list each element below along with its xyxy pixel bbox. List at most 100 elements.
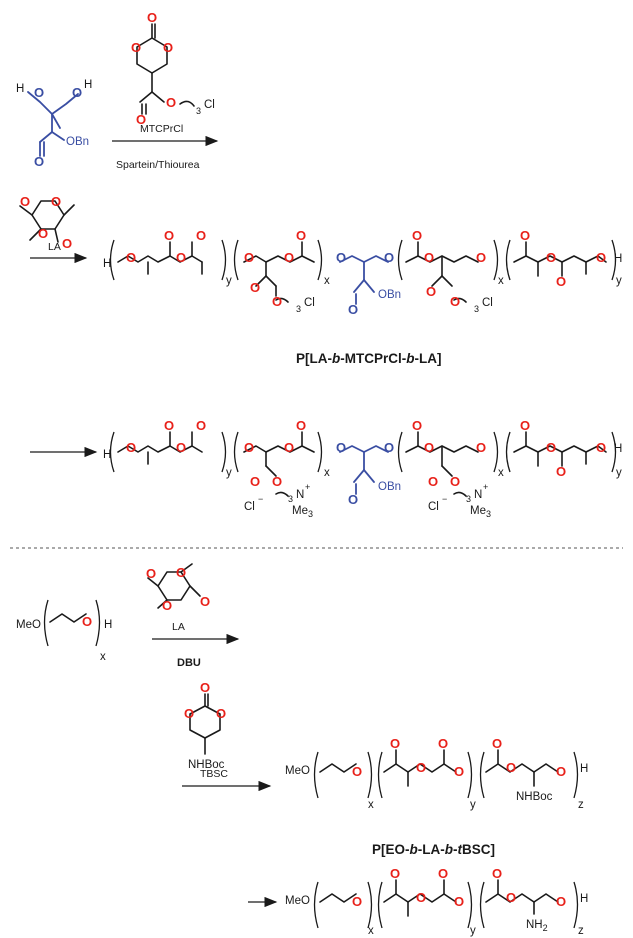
reagent-mtcprcl: MTCPrCl: [140, 123, 183, 135]
atom-label: O: [556, 274, 566, 289]
atom-label: Me3: [470, 505, 491, 519]
atom-label: O: [596, 440, 606, 455]
bond-line: [29, 228, 42, 241]
product-1-label: P[LA-b-MTCPrCl-b-LA]: [296, 351, 442, 366]
atom-label: NH2: [526, 919, 548, 933]
bond-line: [313, 881, 319, 929]
atom-label: OBn: [378, 289, 401, 301]
atom-label: x: [498, 275, 504, 287]
arrow-1: MTCPrCl Spartein/Thiourea: [112, 123, 219, 171]
atom-label: OBn: [66, 136, 89, 148]
bond-line: [233, 239, 239, 281]
atom-label: x: [368, 799, 374, 811]
bond-line: [117, 445, 203, 453]
atom-label: O: [296, 228, 306, 243]
bond-line: [43, 599, 49, 647]
atom-label: O: [200, 680, 210, 695]
atom-label: O: [424, 250, 434, 265]
bond-line: [573, 751, 579, 799]
atom-label: O: [131, 40, 141, 55]
atom-label: z: [578, 925, 584, 937]
bond-line: [221, 239, 227, 281]
bond-line: [363, 469, 375, 483]
atom-label: z: [578, 799, 584, 811]
bond-line: [54, 228, 59, 243]
atom-label: MeO: [285, 765, 310, 777]
bond-line: [397, 431, 403, 473]
tbsc-monomer: O O O NHBoc: [184, 680, 226, 771]
atom-label: O: [136, 112, 146, 127]
atom-label: O: [51, 194, 61, 209]
atom-label: O: [352, 894, 362, 909]
reagent-la-1: LA: [48, 241, 61, 253]
mpeg-initiator: MeO O H x: [16, 599, 112, 663]
bond-line: [611, 239, 617, 281]
atom-label: Cl: [244, 501, 255, 513]
atom-label: 3: [474, 304, 479, 314]
bond-line: [221, 431, 227, 473]
atom-label: O: [62, 236, 72, 251]
atom-label: O: [438, 736, 448, 751]
bond-line: [51, 113, 61, 129]
atom-label: H: [580, 763, 588, 775]
initiator-diol: O O H H O OBn: [16, 79, 92, 169]
atom-label: O: [336, 250, 346, 265]
atom-label: O: [250, 474, 260, 489]
bond-line: [243, 255, 315, 263]
atom-label: O: [412, 418, 422, 433]
bond-line: [275, 297, 289, 303]
atom-label: y: [226, 467, 232, 479]
bond-line: [377, 751, 383, 799]
reagent-la-2: LA: [172, 621, 185, 633]
atom-label: Me3: [292, 505, 313, 519]
atom-label: O: [196, 228, 206, 243]
atom-label: O: [250, 280, 260, 295]
atom-label: O: [284, 250, 294, 265]
atom-label: NHBoc: [516, 791, 553, 803]
bond-line: [233, 431, 239, 473]
bond-line: [513, 445, 607, 453]
bond-line: [353, 279, 365, 293]
bond-line: [49, 613, 87, 623]
bond-line: [255, 275, 267, 287]
atom-label: O: [34, 154, 44, 169]
atom-label: Cl: [204, 99, 215, 111]
polymer-4: MeO O x O O O O y O O O NH2 H z: [285, 866, 588, 937]
atom-label: O: [20, 194, 30, 209]
bond-line: [39, 131, 53, 143]
atom-label: N: [474, 489, 482, 501]
bond-line: [367, 881, 373, 929]
atom-label: H: [614, 443, 622, 455]
atom-label: O: [244, 250, 254, 265]
atom-label: O: [384, 440, 394, 455]
atom-label: O: [176, 440, 186, 455]
atom-label: x: [100, 651, 106, 663]
atom-label: x: [498, 467, 504, 479]
bond-line: [513, 255, 607, 263]
atom-label: y: [616, 467, 622, 479]
atom-label: O: [164, 228, 174, 243]
atom-label: O: [546, 250, 556, 265]
atom-label: y: [616, 275, 622, 287]
atom-label: NHBoc: [188, 759, 225, 771]
bond-line: [317, 239, 323, 281]
atom-label: O: [162, 598, 172, 613]
atom-label: O: [82, 614, 92, 629]
bond-line: [467, 751, 473, 799]
atom-label: O: [492, 736, 502, 751]
bond-line: [485, 763, 559, 773]
atom-label: H: [614, 253, 622, 265]
atom-label: O: [556, 464, 566, 479]
atom-label: N: [296, 489, 304, 501]
bond-line: [265, 275, 277, 287]
bond-line: [367, 751, 373, 799]
arrow-5: TBSC: [182, 768, 272, 792]
atom-label: MeO: [16, 619, 41, 631]
atom-label: O: [176, 565, 186, 580]
bond-line: [353, 469, 365, 483]
atom-label: O: [384, 250, 394, 265]
atom-label: 3: [466, 494, 471, 504]
bond-line: [95, 599, 101, 647]
atom-label: O: [556, 894, 566, 909]
bond-line: [397, 239, 403, 281]
